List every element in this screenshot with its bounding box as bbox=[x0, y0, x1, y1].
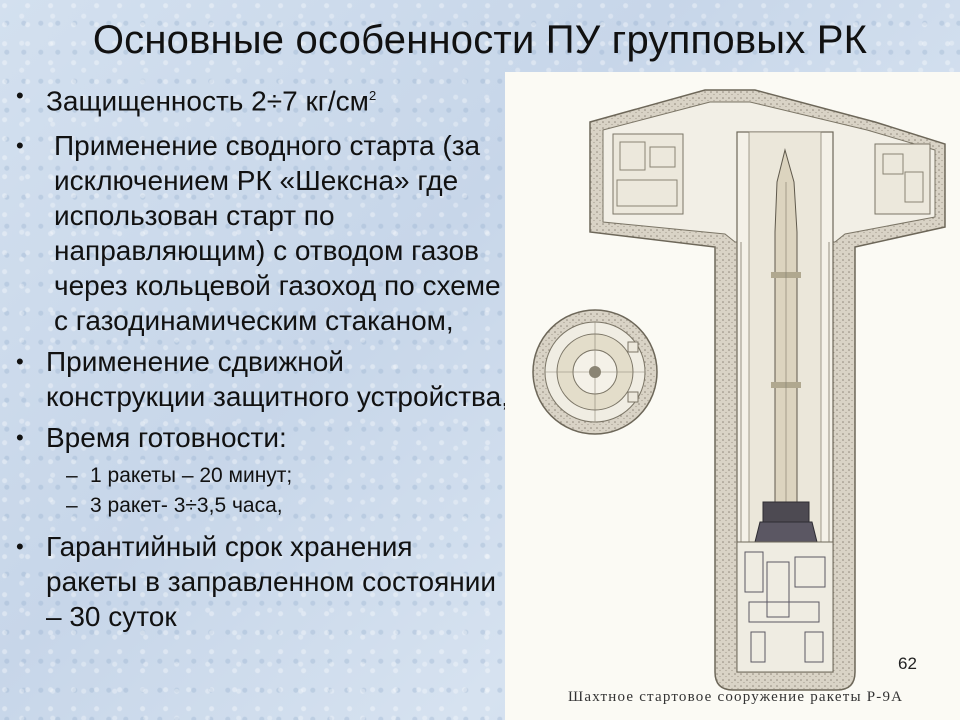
bullet-dot-icon: • bbox=[16, 133, 24, 159]
bullet-item: • Гарантийный срок хранения ракеты в зап… bbox=[10, 529, 510, 634]
dash-icon: – bbox=[66, 494, 78, 518]
figure-caption: Шахтное стартовое сооружение ракеты Р-9А bbox=[568, 689, 904, 705]
bullet-item: • Время готовности: bbox=[10, 420, 510, 455]
bullet-dot-icon: • bbox=[16, 534, 24, 560]
bullet-text: Применение сводного старта (за исключени… bbox=[54, 130, 501, 337]
bullet-item: • Применение сводного старта (за исключе… bbox=[10, 128, 510, 338]
bullet-item: • Применение сдвижной конструкции защитн… bbox=[10, 344, 510, 414]
bullet-text: Защищенность 2÷7 кг/см bbox=[46, 85, 369, 117]
silo-drawing bbox=[505, 72, 960, 720]
bullet-list: • Защищенность 2÷7 кг/см2 • Применение с… bbox=[10, 78, 510, 640]
sub-bullet-item: – 1 ракеты – 20 минут; bbox=[10, 461, 510, 491]
superscript: 2 bbox=[368, 88, 377, 103]
slide-title: Основные особенности ПУ групповых РК bbox=[92, 18, 868, 62]
bullet-item: • Защищенность 2÷7 кг/см2 bbox=[10, 78, 510, 118]
bullet-dot-icon: • bbox=[16, 349, 24, 375]
silo-cross-section-image bbox=[532, 89, 946, 691]
dash-icon: – bbox=[66, 464, 78, 488]
sub-bullet-text: 3 ракет- 3÷3,5 часа, bbox=[90, 494, 283, 518]
bullet-dot-icon: • bbox=[16, 83, 24, 108]
plan-view-circle bbox=[532, 309, 658, 435]
bullet-dot-icon: • bbox=[16, 425, 24, 451]
sub-bullet-item: – 3 ракет- 3÷3,5 часа, bbox=[10, 491, 510, 521]
bullet-text: Гарантийный срок хранения ракеты в запра… bbox=[46, 531, 496, 633]
sub-bullet-text: 1 ракеты – 20 минут; bbox=[90, 464, 293, 488]
bullet-text: Применение сдвижной конструкции защитног… bbox=[46, 346, 509, 413]
bullet-text: Время готовности: bbox=[46, 422, 287, 454]
page-number: 62 bbox=[898, 654, 917, 673]
